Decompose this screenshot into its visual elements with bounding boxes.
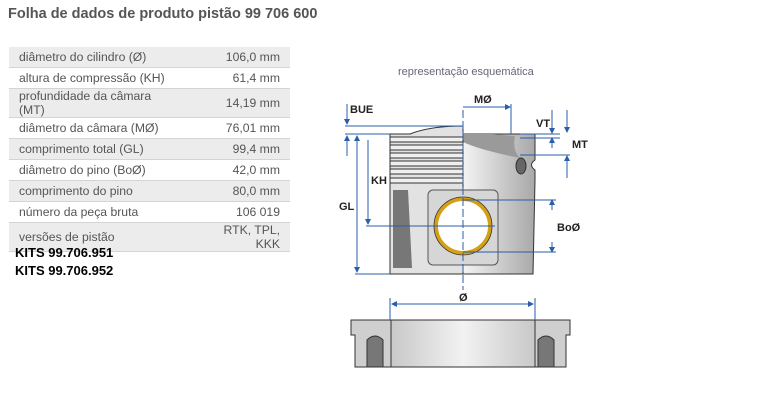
page-title: Folha de dados de produto pistão 99 706 … [8,6,318,22]
spec-label: diâmetro do pino (BoØ) [9,159,188,181]
spec-label: profundidade da câmara (MT) [9,88,188,118]
kit-number: KITS 99.706.952 [15,263,114,278]
spec-label: diâmetro da câmara (MØ) [9,117,188,139]
spec-label: altura de compressão (KH) [9,67,188,89]
spec-value: 99,4 mm [187,138,290,160]
diagram-caption: representação esquemática [398,66,534,78]
cylinder-liner [350,319,571,368]
spec-value: 14,19 mm [187,88,290,118]
spec-value: 106,0 mm [187,47,290,68]
spec-label: comprimento do pino [9,180,188,202]
spec-label: diâmetro do cilindro (Ø) [9,47,188,68]
spec-value: 42,0 mm [187,159,290,181]
label-kh: KH [371,175,387,187]
label-gl: GL [339,201,355,213]
spec-label: versões de pistão [9,222,188,252]
spec-label: comprimento total (GL) [9,138,188,160]
kit-number: KITS 99.706.951 [15,245,114,260]
table-row: diâmetro do cilindro (Ø)106,0 mm [9,47,290,68]
label-bue: BUE [350,104,373,116]
label-diameter: Ø [459,292,468,304]
table-row: diâmetro da câmara (MØ)76,01 mm [9,117,290,139]
spec-table: diâmetro do cilindro (Ø)106,0 mm altura … [9,47,290,252]
dimension-lines [344,104,570,320]
spec-value: 61,4 mm [187,67,290,89]
table-row: comprimento total (GL)99,4 mm [9,138,290,160]
table-row: altura de compressão (KH)61,4 mm [9,67,290,89]
table-row: profundidade da câmara (MT)14,19 mm [9,88,290,118]
spec-value: 106 019 [187,201,290,223]
label-vt: VT [536,118,550,130]
table-row: diâmetro do pino (BoØ)42,0 mm [9,159,290,181]
spec-value: 76,01 mm [187,117,290,139]
label-boo: BoØ [557,222,581,234]
spec-value: 80,0 mm [187,180,290,202]
label-mo: MØ [474,94,492,106]
label-mt: MT [572,139,588,151]
spec-value: RTK, TPL, KKK [187,222,290,252]
spec-label: número da peça bruta [9,201,188,223]
